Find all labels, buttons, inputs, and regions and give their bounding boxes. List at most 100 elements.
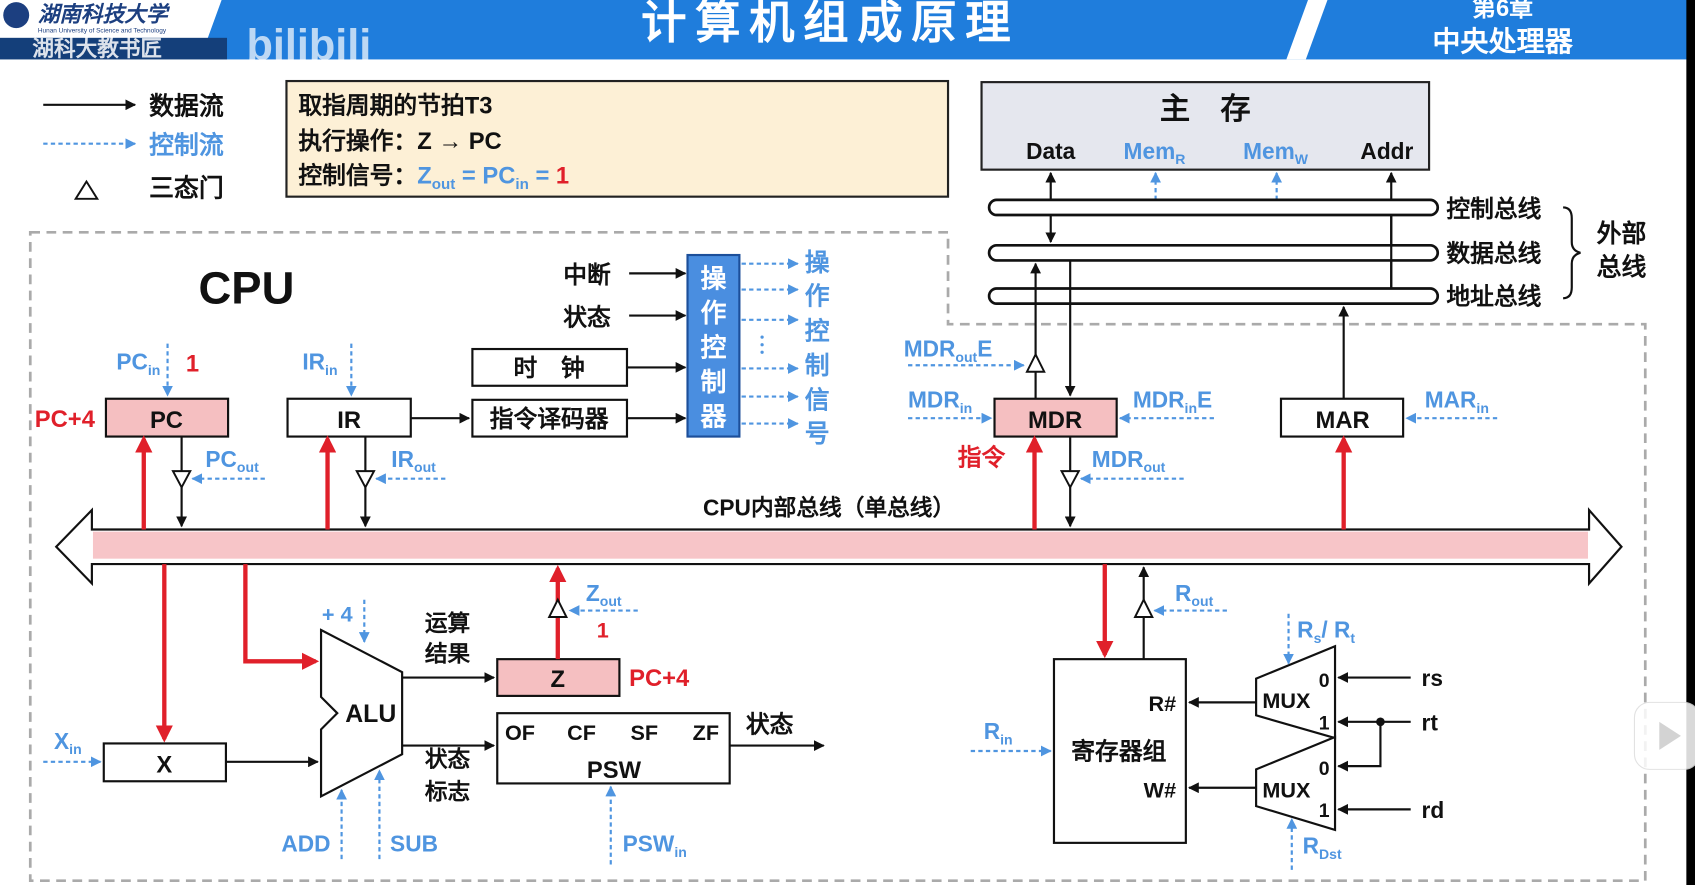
svg-text:CF: CF — [567, 720, 596, 745]
chapter-number: 第6章 — [1472, 0, 1533, 22]
rd-input-label: rd — [1422, 797, 1445, 823]
main-memory: 主 存 Data MemR MemW Addr — [980, 81, 1431, 171]
memory-addr-port: Addr — [1360, 138, 1413, 164]
plus4-signal: + 4 — [322, 601, 353, 626]
memory-read-signal: MemR — [1124, 138, 1186, 167]
info-operation: 执行操作：Z → PC — [298, 127, 501, 155]
ir-out-signal: IRout — [391, 446, 436, 475]
legend: 数据流 控制流 三态门 — [43, 93, 224, 203]
svg-text:作: 作 — [805, 283, 830, 311]
x-in-signal: Xin — [54, 728, 82, 757]
info-signals: 控制信号：Zout = PCin = 1 — [298, 162, 569, 193]
pc-in-value: 1 — [186, 351, 199, 378]
university-logo-icon — [3, 2, 30, 29]
university-en: Hunan University of Science and Technolo… — [38, 27, 167, 34]
psw-register — [496, 712, 731, 785]
svg-text:ZF: ZF — [693, 720, 719, 745]
pc-value: PC+4 — [35, 406, 96, 433]
mar-in-signal: MARin — [1425, 386, 1489, 415]
x-register — [102, 742, 228, 783]
mux-write-input-0: 0 — [1319, 758, 1330, 780]
mdr-out-signal: MDRout — [1092, 446, 1166, 475]
r-out-signal: Rout — [1175, 580, 1214, 609]
svg-text:操: 操 — [805, 249, 830, 277]
mdr-in-e-signal: MDRinE — [1133, 386, 1212, 415]
mdr-value: 指令 — [958, 444, 1006, 472]
legend-control-flow: 控制流 — [149, 131, 224, 159]
svg-text:作: 作 — [700, 299, 726, 328]
instruction-decoder-box — [471, 398, 629, 438]
ir-register-group: IR IRin IRout — [286, 343, 471, 530]
psw-in-signal: PSWin — [623, 831, 687, 860]
tristate-gate-icon — [73, 179, 100, 200]
svg-text:制: 制 — [700, 368, 726, 397]
pc-register-group: PC PC+4 PCin 1 PCout — [35, 343, 265, 530]
mdr-in-signal: MDRin — [908, 386, 972, 415]
address-bus — [987, 287, 1440, 305]
channel-watermark: 湖科大教书匠 — [32, 36, 162, 61]
pc-register — [104, 397, 230, 438]
control-signals-label: 操 作 控 制 信 号 — [805, 249, 830, 448]
alu — [319, 628, 404, 799]
register-file — [1052, 658, 1187, 844]
alu-flags-label-2: 标志 — [425, 779, 470, 805]
address-bus-label: 地址总线 — [1446, 283, 1541, 311]
read-port-label: R# — [1148, 691, 1176, 716]
internal-bus-label: CPU内部总线（单总线） — [703, 494, 955, 520]
legend-data-flow: 数据流 — [149, 93, 224, 121]
cpu-boundary — [28, 230, 1647, 883]
alu-label: ALU — [345, 701, 396, 728]
psw-label: PSW — [587, 757, 642, 784]
controller-box — [686, 253, 741, 438]
mdr-label: MDR — [1028, 407, 1082, 434]
memory-write-signal: MemW — [1243, 138, 1309, 167]
alu-result-label-1: 运算 — [425, 610, 470, 636]
university-name: 湖南科技大学 — [38, 2, 171, 27]
slide-title: 计算机组成原理 — [641, 0, 1019, 48]
memory-title: 主 存 — [1160, 92, 1251, 126]
alu-flags-label-1: 状态 — [425, 746, 471, 772]
alu-result-label-2: 结果 — [425, 640, 471, 666]
rt-input-label: rt — [1422, 709, 1439, 735]
info-phase: 取指周期的节拍T3 — [298, 91, 492, 119]
decoder-label: 指令译码器 — [490, 405, 609, 433]
chapter-title: 中央处理器 — [1432, 26, 1573, 57]
mdr-register — [993, 397, 1118, 438]
mdr-out-tristate-icon — [1059, 470, 1081, 490]
svg-text:制: 制 — [805, 352, 830, 380]
svg-text:信: 信 — [805, 386, 830, 414]
alu-group: X Xin ALU + 4 ADD SUB 运算 结果 Z PC+4 Zout … — [43, 564, 825, 865]
z-label: Z — [551, 666, 566, 693]
mux-read-input-0: 0 — [1319, 670, 1330, 692]
video-play-icon[interactable] — [1633, 701, 1695, 770]
data-bus — [987, 243, 1440, 262]
pc-in-signal: PCin — [116, 349, 160, 378]
ir-label: IR — [337, 407, 361, 434]
register-file-label: 寄存器组 — [1071, 738, 1166, 766]
rs-input-label: rs — [1422, 665, 1443, 691]
rs-rt-select-signal: Rs/ Rt — [1297, 617, 1355, 646]
svg-text:OF: OF — [505, 720, 535, 745]
add-signal: ADD — [281, 831, 330, 857]
mdr-out-e-tristate-icon — [1025, 352, 1046, 373]
legend-tristate: 三态门 — [149, 174, 224, 203]
pc-out-signal: PCout — [205, 446, 259, 475]
register-file-group: Rout 寄存器组 R# W# Rin MUX 0 1 MUX 0 1 rs r… — [970, 564, 1445, 870]
status-input-label: 状态 — [563, 303, 611, 331]
control-bus-label: 控制总线 — [1446, 195, 1541, 223]
write-port-label: W# — [1144, 777, 1176, 802]
ir-out-tristate-icon — [355, 470, 376, 490]
mar-register — [1279, 397, 1405, 438]
svg-text:号: 号 — [805, 420, 830, 448]
external-buses: 控制总线 数据总线 地址总线 外部 总线 — [987, 171, 1647, 311]
control-bus — [987, 198, 1440, 217]
r-out-tristate-icon — [1133, 597, 1154, 618]
external-bus-label-1: 外部 — [1597, 219, 1647, 248]
pc-out-tristate-icon — [171, 470, 192, 490]
external-bus-label-2: 总线 — [1597, 253, 1647, 282]
mux-write — [1255, 735, 1337, 832]
memory-data-port: Data — [1026, 138, 1076, 164]
r-in-signal: Rin — [984, 718, 1013, 747]
